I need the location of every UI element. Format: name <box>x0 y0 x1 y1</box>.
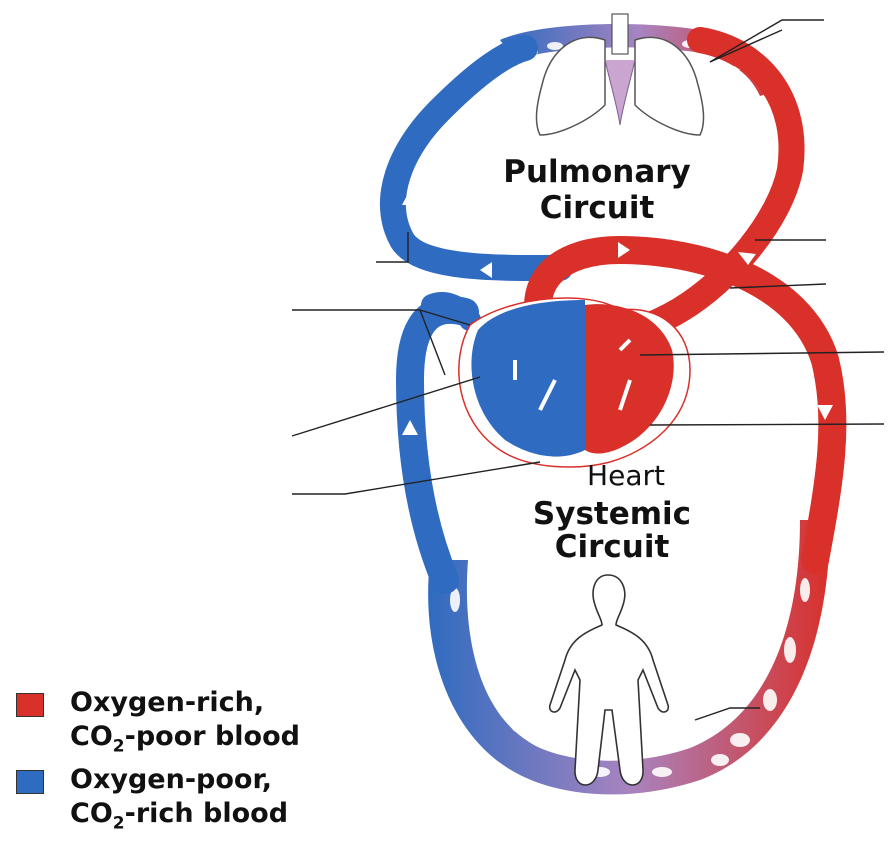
legend-poor-rest: -rich blood <box>125 798 288 829</box>
swatch-oxygen-rich <box>16 693 44 717</box>
leader-vena-cava <box>292 377 480 436</box>
human-body-icon <box>550 575 669 785</box>
legend-rich-rest: -poor blood <box>125 721 300 752</box>
legend-poor-co2: CO <box>70 798 113 829</box>
systemic-label-line2: Circuit <box>555 529 670 565</box>
legend-poor-sub: 2 <box>113 814 125 834</box>
legend-rich-co2: CO <box>70 721 113 752</box>
legend-rich-sub: 2 <box>113 736 125 756</box>
heart-label: Heart <box>587 459 665 492</box>
swatch-oxygen-poor <box>16 770 44 794</box>
legend-row-oxygen-poor: Oxygen-poor, CO2-rich blood <box>14 763 300 840</box>
pulmonary-label-line2: Circuit <box>540 190 655 226</box>
leader-left-ventricle <box>650 424 884 425</box>
vena-cava <box>410 310 465 580</box>
legend-rich-line2: CO2-poor blood <box>70 720 300 763</box>
pulmonary-label-line1: Pulmonary <box>503 154 691 190</box>
heart-icon <box>459 298 690 467</box>
legend: Oxygen-rich, CO2-poor blood Oxygen-poor,… <box>14 686 300 841</box>
systemic-label-line1: Systemic <box>533 496 691 532</box>
legend-poor-line1: Oxygen-poor, <box>70 763 300 797</box>
legend-poor-line2: CO2-rich blood <box>70 797 300 840</box>
legend-rich-line1: Oxygen-rich, <box>70 686 300 720</box>
legend-row-oxygen-rich: Oxygen-rich, CO2-poor blood <box>14 686 300 763</box>
